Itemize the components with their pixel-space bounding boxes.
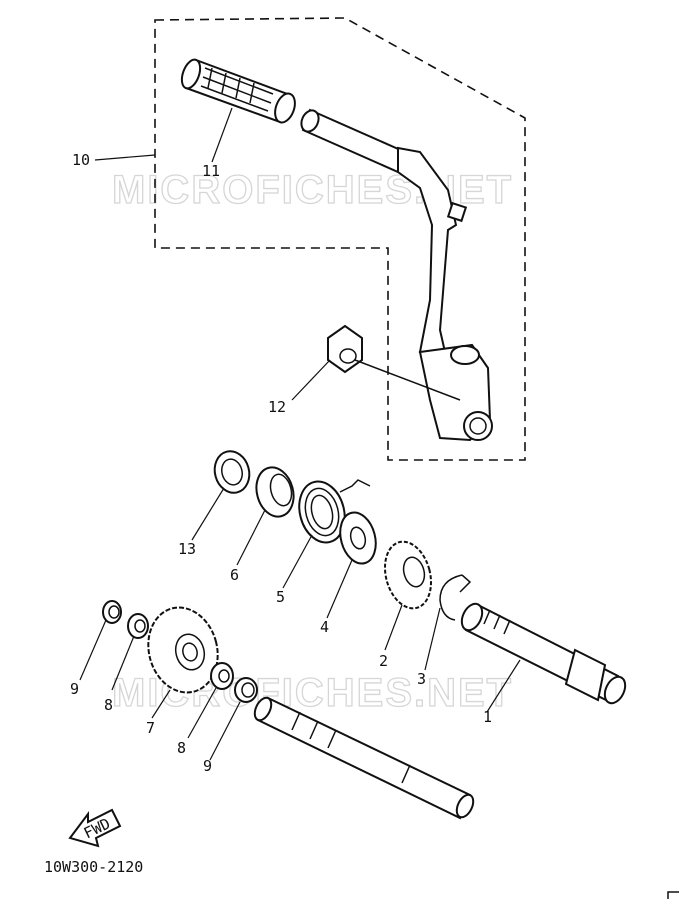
kick-crank-assembly-boundary xyxy=(154,17,526,461)
callout-1: 1 xyxy=(483,708,492,726)
leader-4 xyxy=(326,559,353,619)
callout-13: 13 xyxy=(178,540,196,558)
callout-8-right: 8 xyxy=(177,739,186,757)
spring-guide-collar xyxy=(255,466,295,518)
leader-13 xyxy=(191,487,225,541)
drawing-code: 10W300-2120 xyxy=(44,858,143,876)
callout-10: 10 xyxy=(72,151,90,169)
kick-rubber-grip xyxy=(180,58,296,124)
corner-mark xyxy=(667,891,679,899)
leader-11 xyxy=(211,107,233,163)
leader-7 xyxy=(151,689,171,719)
leader-9-left xyxy=(79,619,107,681)
washer-left xyxy=(127,613,149,639)
oil-seal xyxy=(213,450,251,494)
ratchet-wheel xyxy=(383,540,433,610)
circlip-right xyxy=(234,677,258,703)
leader-8-left xyxy=(111,635,135,691)
callout-2: 2 xyxy=(379,652,388,670)
crank-nut xyxy=(327,324,461,401)
washer-right xyxy=(210,662,234,690)
callout-9-right: 9 xyxy=(203,757,212,775)
callout-12: 12 xyxy=(268,398,286,416)
kick-idle-gear xyxy=(147,606,219,694)
leader-12 xyxy=(291,359,331,401)
kick-clip xyxy=(439,574,472,621)
torsion-spring xyxy=(298,479,371,544)
leader-8-right xyxy=(187,687,217,739)
leader-2 xyxy=(384,604,403,651)
callout-7: 7 xyxy=(146,719,155,737)
kick-crank-arm xyxy=(300,108,493,442)
forward-direction-arrow: FWD xyxy=(68,808,122,848)
circlip-left xyxy=(102,600,122,624)
leader-9-right xyxy=(209,701,241,761)
callout-4: 4 xyxy=(320,618,329,636)
leader-3 xyxy=(424,607,441,671)
kick-axle xyxy=(460,602,627,705)
callout-9-left: 9 xyxy=(70,680,79,698)
leader-6 xyxy=(236,509,266,566)
leader-5 xyxy=(282,534,313,589)
leader-1 xyxy=(486,659,521,713)
leader-10 xyxy=(94,154,156,161)
thrust-washer xyxy=(339,511,377,565)
callout-5: 5 xyxy=(276,588,285,606)
callout-6: 6 xyxy=(230,566,239,584)
idle-gear-shaft xyxy=(253,696,475,820)
callout-11: 11 xyxy=(202,162,220,180)
callout-3: 3 xyxy=(417,670,426,688)
callout-8-left: 8 xyxy=(104,696,113,714)
